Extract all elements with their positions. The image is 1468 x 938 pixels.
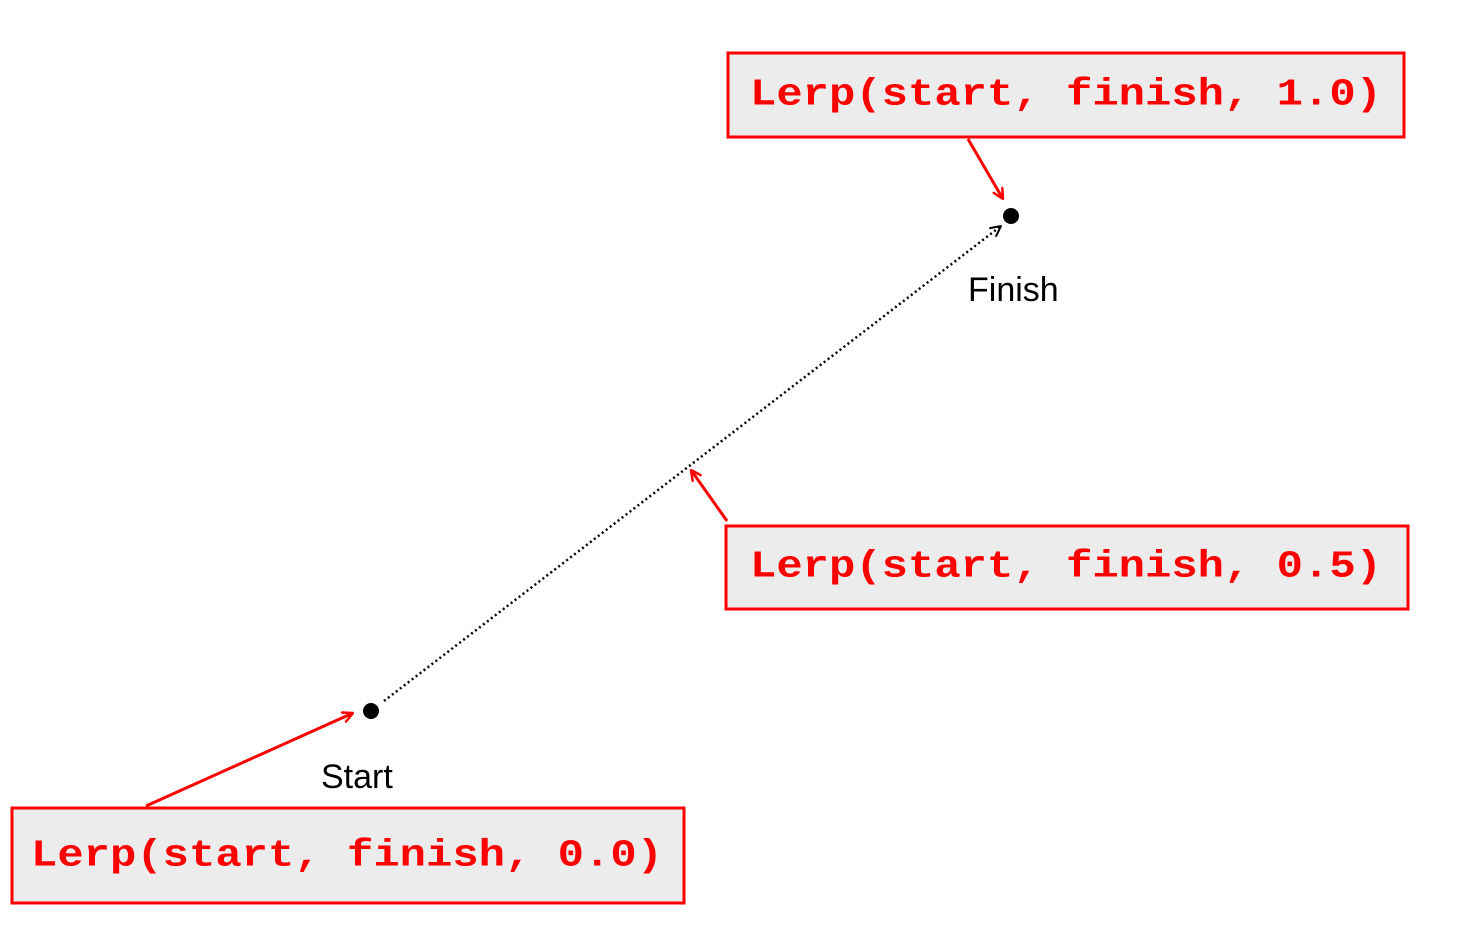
callout-box	[726, 51, 1406, 139]
arrow-to-finish	[966, 138, 1005, 199]
callout-text: Lerp(start, finish, 1.0)	[750, 74, 1382, 117]
callout-box	[10, 806, 686, 905]
arrow-to-midpoint	[691, 470, 729, 522]
callout-t-0-5: Lerp(start, finish, 0.5)	[724, 524, 1410, 611]
arrow-to-start	[145, 713, 353, 808]
interpolation-path	[383, 225, 1002, 702]
finish-point	[1003, 208, 1019, 224]
callout-text: Lerp(start, finish, 0.5)	[750, 546, 1382, 589]
callout-text: Lerp(start, finish, 0.0)	[31, 835, 663, 878]
callout-t-1: Lerp(start, finish, 1.0)	[726, 51, 1406, 139]
start-point	[363, 703, 379, 719]
finish-label: Finish	[968, 271, 1059, 309]
start-label: Start	[321, 758, 393, 796]
callout-t-0: Lerp(start, finish, 0.0)	[10, 806, 686, 905]
callout-box	[724, 524, 1410, 611]
